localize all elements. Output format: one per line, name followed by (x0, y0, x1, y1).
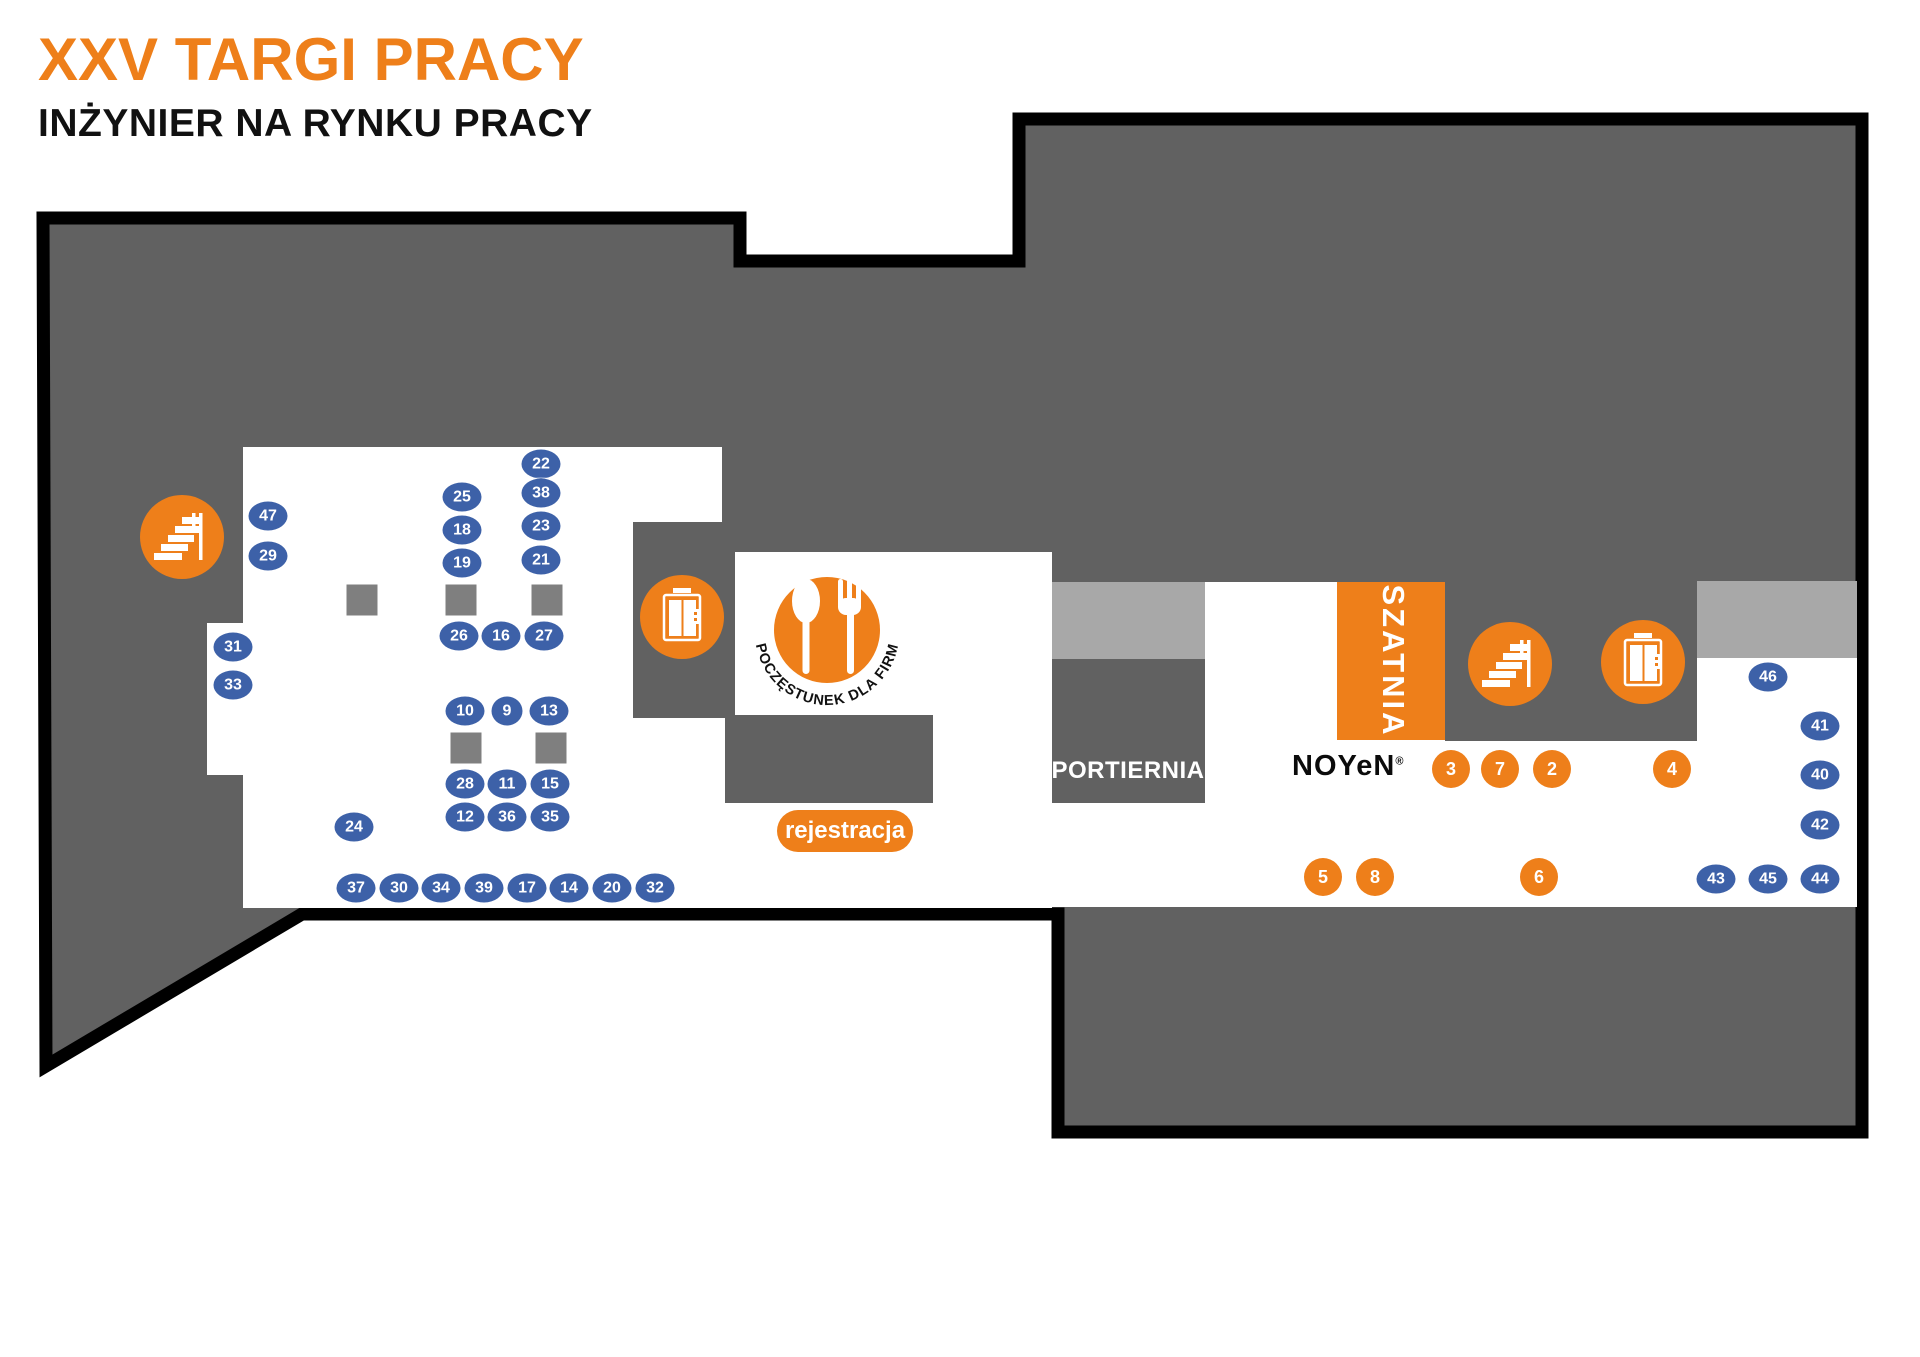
header: XXV TARGI PRACY INŻYNIER NA RYNKU PRACY (38, 26, 593, 145)
booth-19[interactable]: 19 (442, 548, 482, 578)
strip-porter-top (1052, 582, 1205, 659)
booth-15[interactable]: 15 (530, 769, 570, 799)
booth-17[interactable]: 17 (507, 873, 547, 903)
cloakroom-label: SZATNIA (1376, 584, 1411, 737)
cloakroom-block (1337, 582, 1445, 740)
page-subtitle: INŻYNIER NA RYNKU PRACY (38, 102, 593, 145)
booth-11[interactable]: 11 (487, 769, 527, 799)
booth-41[interactable]: 41 (1800, 711, 1840, 741)
booth-27[interactable]: 27 (524, 621, 564, 651)
booth-39[interactable]: 39 (464, 873, 504, 903)
booth-44[interactable]: 44 (1800, 864, 1840, 894)
booth-24[interactable]: 24 (334, 812, 374, 842)
elevator-icon (640, 575, 724, 659)
booth-36[interactable]: 36 (487, 802, 527, 832)
booth-12[interactable]: 12 (445, 802, 485, 832)
booth-3[interactable]: 3 (1432, 750, 1470, 788)
cutlery-icon (792, 579, 861, 674)
booth-7[interactable]: 7 (1481, 750, 1519, 788)
elevator-icon (1601, 620, 1685, 704)
booth-22[interactable]: 22 (521, 449, 561, 479)
corridor-mid (933, 552, 1052, 908)
brand-name: NOYeN (1292, 750, 1396, 782)
booth-47[interactable]: 47 (248, 501, 288, 531)
booth-16[interactable]: 16 (481, 621, 521, 651)
booth-5[interactable]: 5 (1304, 858, 1342, 896)
booth-33[interactable]: 33 (213, 670, 253, 700)
block-porter-room (1052, 659, 1205, 803)
pillar (535, 732, 567, 764)
booth-40[interactable]: 40 (1800, 760, 1840, 790)
strip-right-end (1697, 581, 1857, 658)
pillar (531, 584, 563, 616)
booth-14[interactable]: 14 (549, 873, 589, 903)
booth-38[interactable]: 38 (521, 478, 561, 508)
booth-45[interactable]: 45 (1748, 864, 1788, 894)
booth-46[interactable]: 46 (1748, 662, 1788, 692)
pillar (346, 584, 378, 616)
booth-20[interactable]: 20 (592, 873, 632, 903)
booth-13[interactable]: 13 (529, 696, 569, 726)
porter-room-label: PORTIERNIA (1051, 757, 1204, 784)
booth-2[interactable]: 2 (1533, 750, 1571, 788)
booth-18[interactable]: 18 (442, 515, 482, 545)
booth-32[interactable]: 32 (635, 873, 675, 903)
pillar (450, 732, 482, 764)
brand-logo: NOYeN® (1292, 750, 1404, 783)
booth-31[interactable]: 31 (213, 632, 253, 662)
page-title: XXV TARGI PRACY (38, 26, 584, 93)
booth-8[interactable]: 8 (1356, 858, 1394, 896)
booth-42[interactable]: 42 (1800, 810, 1840, 840)
booth-37[interactable]: 37 (336, 873, 376, 903)
stairs-icon (140, 495, 224, 579)
booth-34[interactable]: 34 (421, 873, 461, 903)
booth-30[interactable]: 30 (379, 873, 419, 903)
brand-registered-mark: ® (1395, 755, 1405, 768)
booth-35[interactable]: 35 (530, 802, 570, 832)
booth-28[interactable]: 28 (445, 769, 485, 799)
stairs-icon (1468, 622, 1552, 706)
registration-label: rejestracja (777, 810, 913, 852)
booth-23[interactable]: 23 (521, 511, 561, 541)
booth-25[interactable]: 25 (442, 482, 482, 512)
booth-21[interactable]: 21 (521, 545, 561, 575)
booth-4[interactable]: 4 (1653, 750, 1691, 788)
light-strips (1052, 581, 1857, 659)
booth-9[interactable]: 9 (491, 696, 523, 726)
pillar (445, 584, 477, 616)
refreshments-circle (774, 577, 880, 683)
booth-6[interactable]: 6 (1520, 858, 1558, 896)
booth-10[interactable]: 10 (445, 696, 485, 726)
booth-29[interactable]: 29 (248, 541, 288, 571)
booth-43[interactable]: 43 (1696, 864, 1736, 894)
booth-26[interactable]: 26 (439, 621, 479, 651)
block-refreshments-base (725, 715, 933, 803)
